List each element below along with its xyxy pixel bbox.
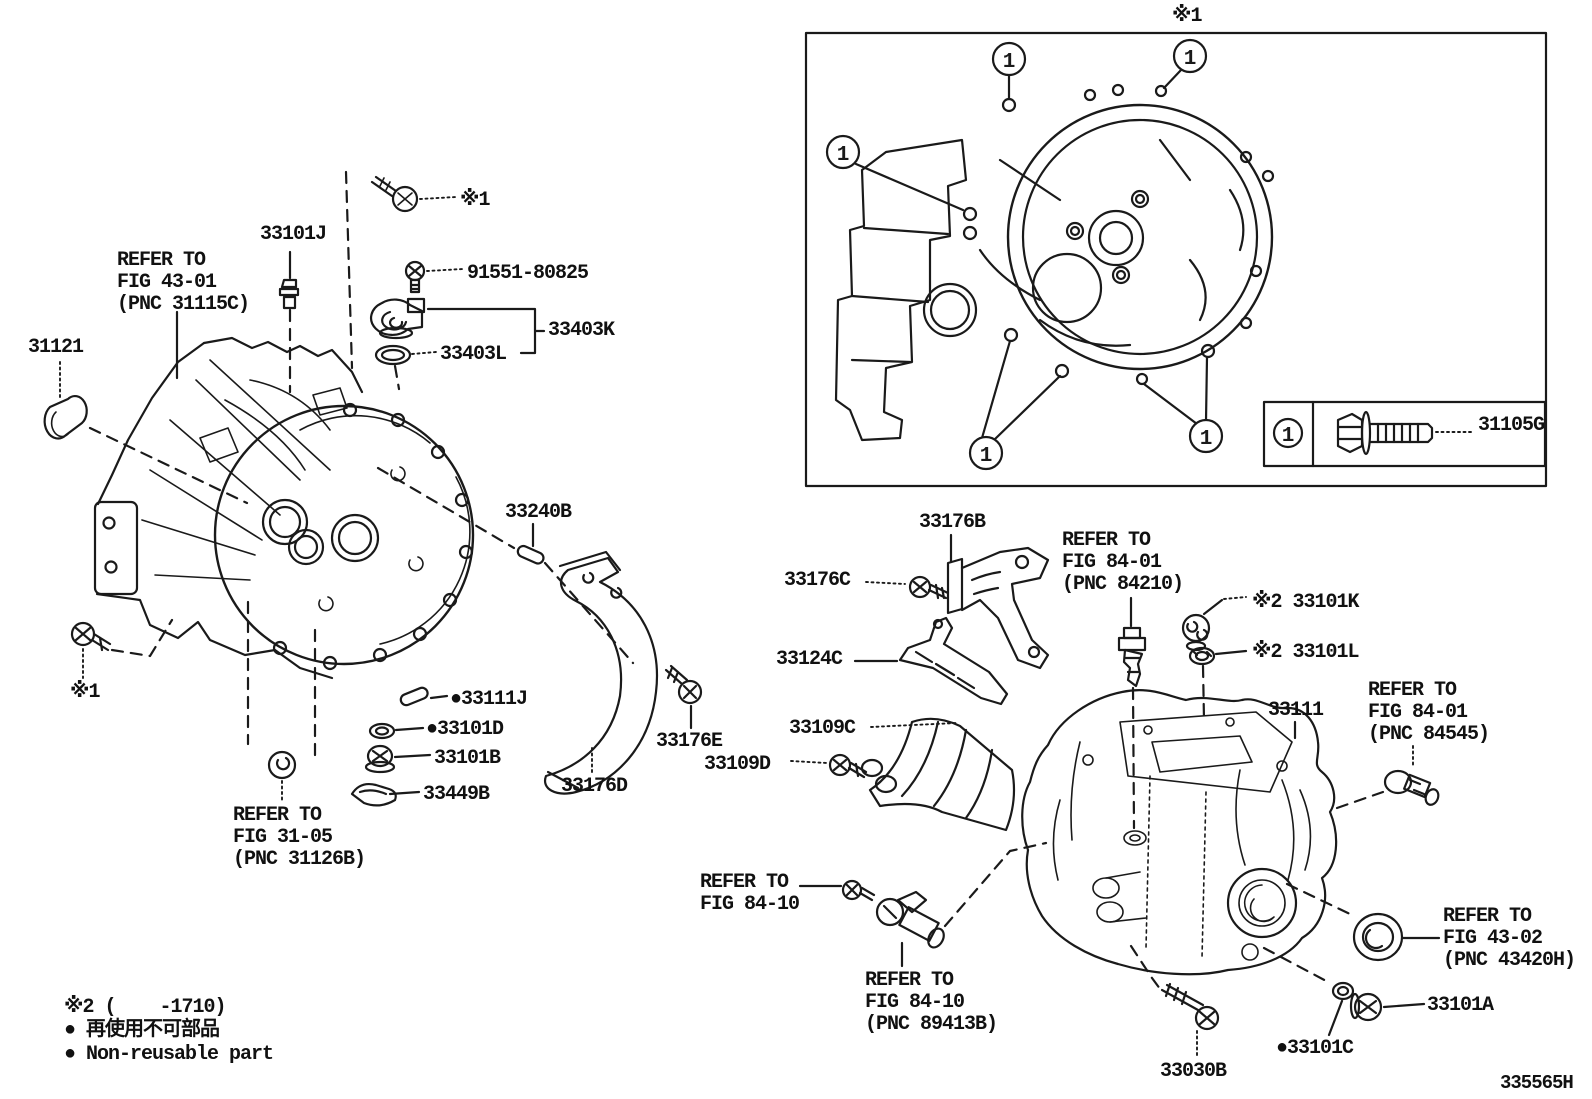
bolt-31105G-drawing (1336, 410, 1434, 456)
part-label-91551-80825: 91551-80825 (467, 262, 589, 285)
left-case-bolt-holes (272, 402, 474, 671)
footnote-nonreusable-jp: ● 再使用不可部品 (64, 1019, 220, 1042)
svg-text:1: 1 (980, 445, 993, 468)
part-label-31105G: 31105G (1478, 414, 1545, 437)
callout-1-circle: 1 (1188, 418, 1224, 454)
svg-text:1: 1 (837, 144, 850, 167)
part-label-33101D: ●33101D (426, 718, 504, 741)
part-33101K-drawing (1181, 613, 1211, 652)
part-label-33176D: 33176D (561, 775, 628, 798)
part-33403L-drawing (374, 344, 412, 366)
part-label-33101K: ※2 33101K (1252, 591, 1359, 614)
inset-housing-drawing (834, 83, 1275, 442)
footnote-variant: ※2 ( -1710) (64, 996, 226, 1019)
part-label-33111J: ●33111J (450, 688, 528, 711)
diagram-code: 335565H (1500, 1072, 1574, 1094)
callout-1-circle: 1 (1272, 417, 1304, 449)
part-label-33124C: 33124C (776, 648, 843, 671)
part-33101A-drawing (1349, 992, 1383, 1022)
part-33176E-drawing (664, 664, 703, 705)
ref-note-fig-31-05: REFER TO FIG 31-05 (PNC 31126B) (233, 804, 366, 871)
part-33101B-drawing (364, 744, 396, 774)
inset-callouts: 1 1 1 1 1 (825, 38, 1224, 471)
part-84545-switch-drawing (1383, 769, 1440, 806)
svg-text:1: 1 (1184, 48, 1197, 71)
part-label-33109D: 33109D (704, 753, 771, 776)
part-label-33176C: 33176C (784, 569, 851, 592)
part-33109C-drawing (860, 717, 1016, 832)
part-label-33176E: 33176E (656, 730, 723, 753)
part-label-33403K: 33403K (548, 319, 615, 342)
part-label-33176B: 33176B (919, 511, 986, 534)
ref-note-fig-84-10-89413B: REFER TO FIG 84-10 (PNC 89413B) (865, 969, 998, 1036)
footnote-nonreusable-en: ● Non-reusable part (64, 1043, 274, 1066)
part-33240B-drawing (516, 544, 545, 565)
part-33109D-drawing (828, 753, 868, 779)
part-33111J-drawing (399, 686, 429, 707)
inset-box: 1 1 1 1 1 1 (804, 31, 1548, 488)
marker-label-1-inset: ※1 (1172, 5, 1202, 28)
part-91551-drawing (404, 260, 426, 294)
bolt-marker1-left-drawing (70, 621, 112, 652)
marker-label-1-left: ※1 (70, 681, 100, 704)
callout-1-circle: 1 (968, 435, 1004, 471)
part-label-33240B: 33240B (505, 501, 572, 524)
part-label-33111: 33111 (1268, 699, 1324, 722)
part-89413B-sensor-drawing (841, 879, 945, 949)
part-label-33101B: 33101B (434, 747, 501, 770)
right-case-drawing (1021, 689, 1338, 976)
part-33176B-drawing (946, 546, 1050, 670)
ref-note-fig-84-10: REFER TO FIG 84-10 (700, 871, 800, 916)
part-33176C-drawing (908, 575, 950, 600)
assembly-dashed-lines (88, 170, 1385, 995)
part-label-33449B: 33449B (423, 783, 490, 806)
svg-text:1: 1 (1200, 428, 1213, 451)
part-label-33030B: 33030B (1160, 1060, 1227, 1083)
callout-1-circle: 1 (1172, 38, 1208, 74)
inset-callout-leaders (854, 68, 1209, 442)
ref-note-fig-43-02: REFER TO FIG 43-02 (PNC 43420H) (1443, 905, 1576, 972)
callout-1-circle: 1 (825, 134, 861, 170)
part-33030B-drawing (1160, 982, 1220, 1031)
ref-note-fig-84-01-84545: REFER TO FIG 84-01 (PNC 84545) (1368, 679, 1490, 746)
part-label-33101J: 33101J (260, 223, 327, 246)
part-33101L-drawing (1188, 646, 1216, 666)
marker-label-1-top: ※1 (460, 189, 490, 212)
inset-legend: 1 (1262, 400, 1547, 468)
part-label-33101L: ※2 33101L (1252, 641, 1359, 664)
part-label-33101A: 33101A (1427, 994, 1494, 1017)
part-label-31121: 31121 (28, 336, 84, 359)
svg-text:1: 1 (1003, 51, 1016, 74)
part-84210-sensor-drawing (1117, 626, 1147, 688)
svg-text:1: 1 (1282, 425, 1295, 448)
part-fig31-05-plug-drawing (267, 750, 297, 780)
part-label-33109C: 33109C (789, 717, 856, 740)
part-33403K-drawing (369, 297, 426, 340)
part-33101D-drawing (368, 722, 396, 740)
part-label-33101C: ●33101C (1276, 1037, 1354, 1060)
callout-1-circle: 1 (991, 41, 1027, 77)
part-31121-drawing (43, 394, 88, 440)
part-43420H-seal-drawing (1352, 912, 1404, 962)
ref-note-fig-84-01-84210: REFER TO FIG 84-01 (PNC 84210) (1062, 529, 1184, 596)
part-label-33403L: 33403L (440, 343, 507, 366)
part-33101J-drawing (278, 278, 300, 310)
inset-bolt-holes (962, 83, 1275, 386)
ref-note-fig-43-01: REFER TO FIG 43-01 (PNC 31115C) (117, 249, 250, 316)
bolt-marker1-top-drawing (370, 175, 419, 213)
left-case-drawing (93, 336, 475, 680)
part-33124C-drawing (898, 616, 1009, 706)
leader-lines (59, 196, 1441, 1058)
part-33176D-drawing (543, 550, 659, 795)
part-33101C-drawing (1331, 981, 1355, 1001)
